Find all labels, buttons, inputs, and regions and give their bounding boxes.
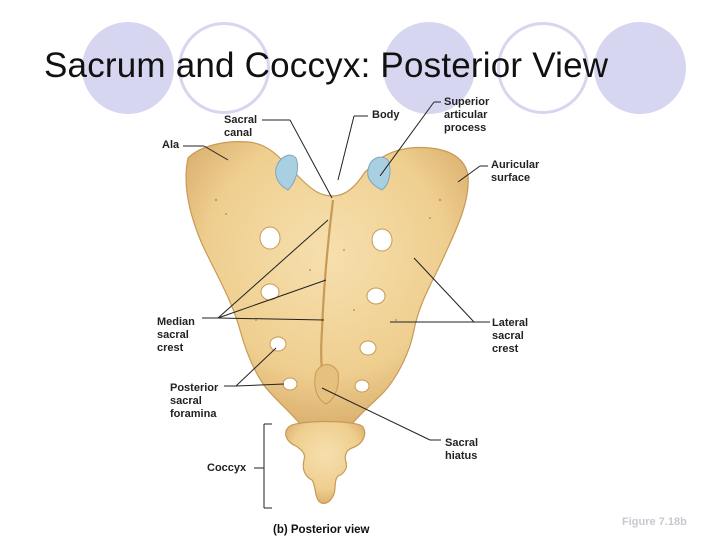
slide-title: Sacrum and Coccyx: Posterior View [44,46,609,85]
label-body: Body [372,109,400,121]
foramen-right-1 [371,228,393,252]
foramen-left-1 [259,226,281,250]
figure-caption: (b) Posterior view [273,524,370,536]
label-coccyx: Coccyx [207,462,247,474]
foramen-right-4 [354,379,370,393]
leader-lines [183,101,490,509]
decor-circle-5 [594,22,686,114]
foramen-left-4 [282,377,298,391]
decor-circle-3 [383,22,475,114]
sacrum-bone [185,141,469,425]
foramen-left-3 [269,336,287,352]
decor-circle-2 [178,22,270,114]
decor-circle-1 [82,22,174,114]
label-median-sacral-crest: Median sacral crest [157,316,195,354]
label-ala: Ala [162,139,180,151]
label-lateral-sacral-crest: Lateral sacral crest [492,317,529,355]
auricular-cartilage-left [275,154,299,191]
label-posterior-sacral-foramina: Posterior sacral foramina [170,382,219,420]
foramen-right-2 [366,287,386,305]
label-auricular-surface: Auricular surface [491,159,540,184]
foramen-right-3 [359,340,377,356]
decor-circle-4 [497,22,589,114]
coccyx-bone [285,420,366,504]
auricular-cartilage-right [367,156,391,191]
figure-reference: Figure 7.18b [622,516,687,528]
bone-texture-dots [214,198,442,321]
label-sacral-canal: Sacral canal [224,114,258,139]
label-sacral-hiatus: Sacral hiatus [445,437,479,462]
sacral-hiatus-shape [314,364,339,405]
label-superior-articular-process: Superior articular process [444,96,490,134]
